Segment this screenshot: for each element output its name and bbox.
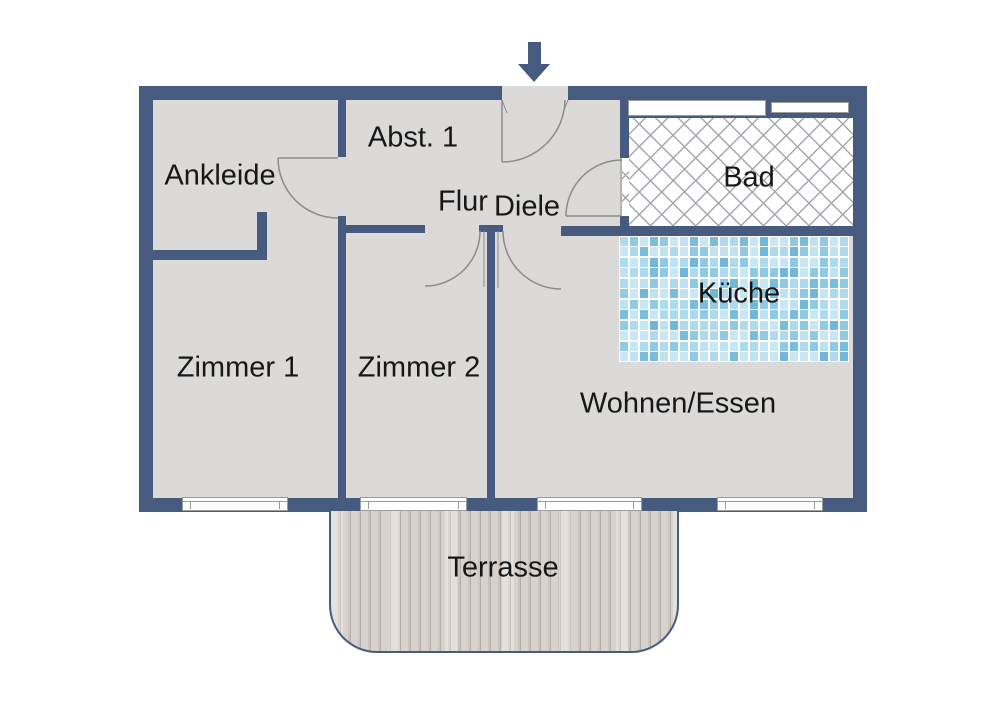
wohnen-door-arc — [502, 230, 562, 290]
room-label-abst1: Abst. 1 — [367, 121, 459, 154]
room-label-bad: Bad — [723, 161, 775, 194]
entrance-door-arc — [501, 99, 566, 163]
room-label-zimmer1: Zimmer 1 — [176, 351, 300, 384]
room-label-diele: Diele — [493, 190, 561, 223]
room-label-terrasse: Terrasse — [447, 551, 559, 584]
room-label-flur: Flur — [438, 185, 488, 218]
room-label-wohnen: Wohnen/Essen — [579, 387, 777, 420]
room-label-zimmer2: Zimmer 2 — [357, 351, 481, 384]
zimmer2-door-arc — [424, 230, 481, 287]
entrance-arrow-head-icon — [518, 64, 550, 82]
room-label-kueche: Küche — [697, 277, 781, 310]
bad-door-arc — [565, 159, 623, 217]
room-label-ankleide: Ankleide — [164, 159, 276, 192]
ankleide-door-arc — [277, 157, 339, 219]
entrance-arrow-icon — [528, 42, 541, 65]
